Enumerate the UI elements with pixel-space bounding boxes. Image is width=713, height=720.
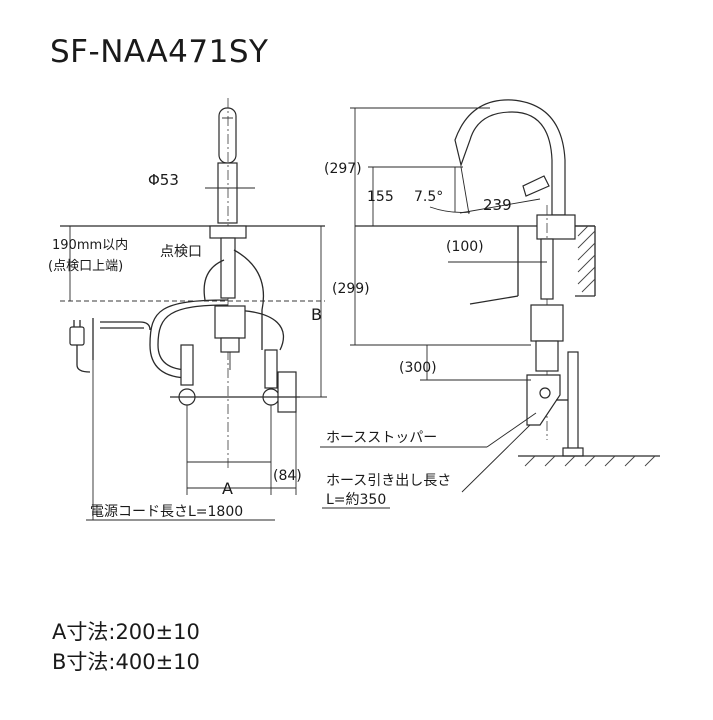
control-box — [214, 305, 246, 339]
spout — [454, 99, 566, 216]
hose-stopper-label: ホースストッパー — [326, 430, 437, 446]
dim-84-label: (84) — [273, 468, 302, 484]
power-plug — [69, 326, 85, 346]
side-control-box — [530, 304, 564, 342]
faucet-head — [218, 107, 237, 164]
dim-297-label: (297) — [324, 161, 362, 177]
limit-190-sub-label: (点検口上端) — [48, 259, 123, 274]
dim-100-label: (100) — [446, 239, 484, 255]
dim-a-label: A — [222, 479, 233, 498]
phi53-label: Φ53 — [148, 171, 179, 189]
dim-b-label: B — [311, 305, 322, 324]
angle-label: 7.5° — [414, 189, 443, 205]
front-view — [60, 98, 327, 521]
hose-pull-label: ホース引き出し長さ — [326, 473, 451, 489]
hose-pull-length-label: L=約350 — [326, 492, 386, 508]
inspection-port-label: 点検口 — [160, 244, 202, 260]
limit-190-label: 190mm以内 — [52, 237, 128, 253]
dim-299-label: (299) — [332, 281, 370, 297]
power-cord-label: 電源コード長さL=1800 — [90, 504, 243, 520]
spec-b: B寸法:400±10 — [52, 650, 200, 674]
dim-300-label: (300) — [399, 360, 437, 376]
spec-a: A寸法:200±10 — [52, 620, 200, 644]
dim-155-label: 155 — [367, 189, 394, 205]
model-number: SF-NAA471SY — [50, 34, 269, 70]
faucet-body — [217, 162, 238, 224]
dim-239-label: 239 — [483, 196, 512, 214]
side-view — [320, 99, 660, 509]
